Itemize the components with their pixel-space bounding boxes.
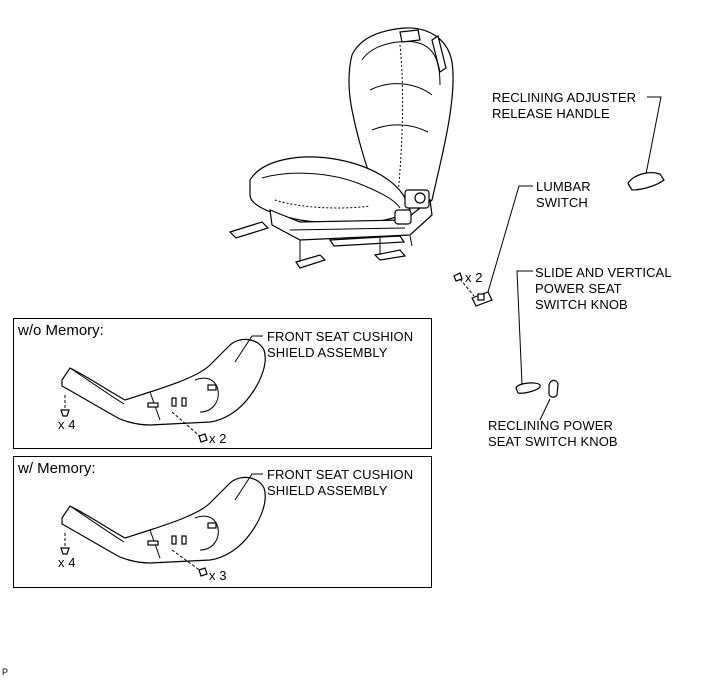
cushion-shield-drawing-2 xyxy=(60,473,266,577)
slide-knob-label-line3: SWITCH KNOB xyxy=(535,297,628,312)
lumbar-switch-label-line2: SWITCH xyxy=(536,195,588,210)
slide-vertical-knob-part xyxy=(515,270,541,394)
slide-knob-label-line2: POWER SEAT xyxy=(535,281,622,296)
recliner-handle-label-line2: RELEASE HANDLE xyxy=(492,106,610,121)
recliner-handle-part xyxy=(627,96,665,191)
shield-1-label-line2: SHIELD ASSEMBLY xyxy=(267,345,388,360)
panel-title-with-memory: w/ Memory: xyxy=(18,460,96,477)
lumbar-screw-count: x 2 xyxy=(465,270,483,285)
lumbar-switch-part xyxy=(453,185,533,307)
slide-knob-label-line1: SLIDE AND VERTICAL xyxy=(535,265,672,280)
shield-2-label-line2: SHIELD ASSEMBLY xyxy=(267,483,388,498)
panel-without-memory xyxy=(13,318,432,449)
reclining-knob-label-line2: SEAT SWITCH KNOB xyxy=(488,434,618,449)
seat-illustration xyxy=(228,27,454,269)
clip-count-1: x 4 xyxy=(58,417,76,432)
reclining-knob-part xyxy=(539,379,559,421)
screw-count-1: x 2 xyxy=(209,431,227,446)
figure-code: P xyxy=(2,667,9,677)
recliner-handle-label-line1: RECLINING ADJUSTER xyxy=(492,90,637,105)
shield-2-label-line1: FRONT SEAT CUSHION xyxy=(267,467,414,482)
screw-count-2: x 3 xyxy=(209,568,227,583)
clip-count-2: x 4 xyxy=(58,555,76,570)
shield-1-label-line1: FRONT SEAT CUSHION xyxy=(267,329,414,344)
cushion-shield-drawing-1 xyxy=(60,335,266,443)
lumbar-switch-label-line1: LUMBAR xyxy=(536,179,591,194)
panel-title-without-memory: w/o Memory: xyxy=(18,322,104,339)
reclining-knob-label-line1: RECLINING POWER xyxy=(488,418,614,433)
panel-with-memory xyxy=(13,456,432,588)
